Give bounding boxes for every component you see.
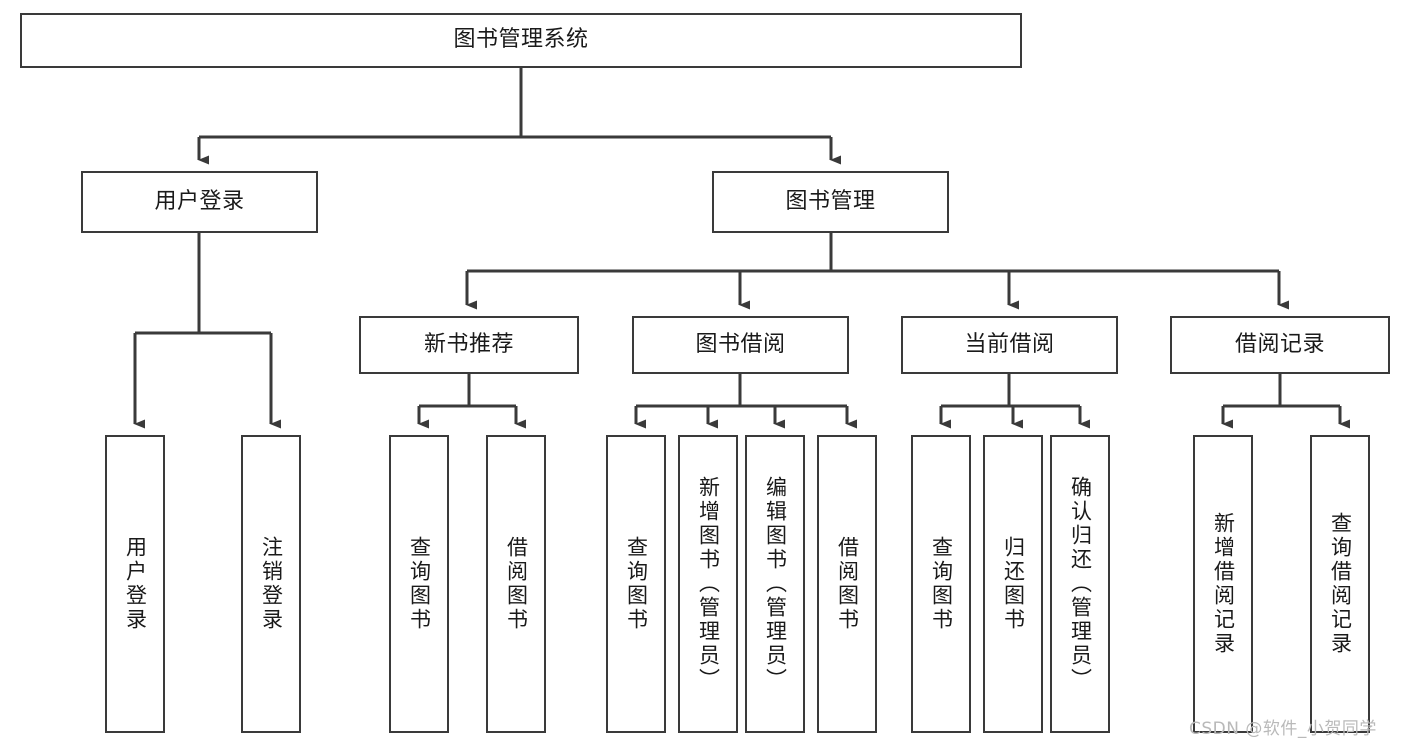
node-query-book-3[interactable]: 查询图书 bbox=[911, 435, 971, 733]
node-borrow-record[interactable]: 借阅记录 bbox=[1170, 316, 1390, 374]
node-new-book-recommend-label: 新书推荐 bbox=[423, 331, 514, 357]
node-add-borrow-record-label: 新增借阅记录 bbox=[1211, 512, 1236, 656]
node-return-book[interactable]: 归还图书 bbox=[983, 435, 1043, 733]
node-book-manage[interactable]: 图书管理 bbox=[712, 171, 949, 233]
node-add-borrow-record[interactable]: 新增借阅记录 bbox=[1193, 435, 1253, 733]
node-book-borrow-label: 图书借阅 bbox=[695, 331, 786, 357]
node-user-logout[interactable]: 注销登录 bbox=[241, 435, 301, 733]
node-root[interactable]: 图书管理系统 bbox=[20, 13, 1022, 68]
node-query-book-1[interactable]: 查询图书 bbox=[389, 435, 449, 733]
node-edit-book-label: 编辑图书（管理员） bbox=[763, 476, 788, 692]
node-new-book-recommend[interactable]: 新书推荐 bbox=[359, 316, 579, 374]
node-root-label: 图书管理系统 bbox=[453, 27, 589, 53]
node-query-borrow-record-label: 查询借阅记录 bbox=[1328, 512, 1353, 656]
node-borrow-book-2[interactable]: 借阅图书 bbox=[817, 435, 877, 733]
node-user-login[interactable]: 用户登录 bbox=[81, 171, 318, 233]
node-add-book[interactable]: 新增图书（管理员） bbox=[678, 435, 738, 733]
node-current-borrow[interactable]: 当前借阅 bbox=[901, 316, 1118, 374]
node-book-borrow[interactable]: 图书借阅 bbox=[632, 316, 849, 374]
csdn-watermark: CSDN @软件_小贺同学 bbox=[1189, 719, 1377, 739]
node-return-book-label: 归还图书 bbox=[1001, 536, 1026, 632]
node-query-borrow-record[interactable]: 查询借阅记录 bbox=[1310, 435, 1370, 733]
node-borrow-record-label: 借阅记录 bbox=[1234, 331, 1325, 357]
node-borrow-book-2-label: 借阅图书 bbox=[835, 536, 860, 632]
node-query-book-2[interactable]: 查询图书 bbox=[606, 435, 666, 733]
node-book-manage-label: 图书管理 bbox=[785, 188, 876, 214]
node-confirm-return[interactable]: 确认归还（管理员） bbox=[1050, 435, 1110, 733]
node-query-book-1-label: 查询图书 bbox=[407, 536, 432, 632]
node-user-login-label: 用户登录 bbox=[154, 188, 245, 214]
node-user-login-do-label: 用户登录 bbox=[123, 536, 148, 632]
node-edit-book[interactable]: 编辑图书（管理员） bbox=[745, 435, 805, 733]
node-add-book-label: 新增图书（管理员） bbox=[696, 476, 721, 692]
node-borrow-book-1-label: 借阅图书 bbox=[504, 536, 529, 632]
node-query-book-2-label: 查询图书 bbox=[624, 536, 649, 632]
node-borrow-book-1[interactable]: 借阅图书 bbox=[486, 435, 546, 733]
node-query-book-3-label: 查询图书 bbox=[929, 536, 954, 632]
node-confirm-return-label: 确认归还（管理员） bbox=[1068, 476, 1093, 692]
node-current-borrow-label: 当前借阅 bbox=[964, 331, 1055, 357]
node-user-login-do[interactable]: 用户登录 bbox=[105, 435, 165, 733]
node-user-logout-label: 注销登录 bbox=[259, 536, 284, 632]
